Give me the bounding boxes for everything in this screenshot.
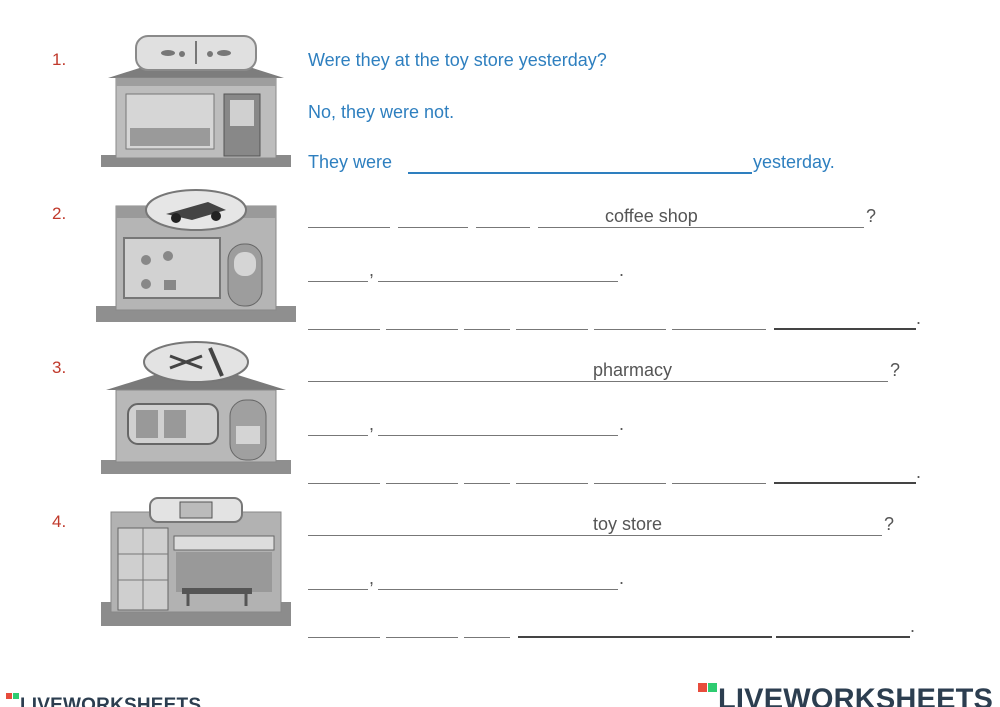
hint-4: toy store bbox=[593, 514, 663, 534]
blank-3-c-6[interactable] bbox=[672, 460, 766, 484]
blank-3-a-2[interactable] bbox=[378, 412, 618, 436]
question-3: pharmacy ? bbox=[308, 358, 928, 384]
blank-4-c-3[interactable] bbox=[464, 614, 510, 638]
liveworksheets-blocks-icon bbox=[6, 684, 20, 707]
blank-2-q-3[interactable] bbox=[476, 204, 530, 228]
blank-3-q-1[interactable] bbox=[308, 358, 888, 382]
footer-logo-small: LIVEWORKSHEETS bbox=[6, 684, 201, 707]
blank-2-c-5[interactable] bbox=[594, 306, 666, 330]
blank-4-c-2[interactable] bbox=[386, 614, 458, 638]
blank-3-c-3[interactable] bbox=[464, 460, 510, 484]
blank-2-c-7[interactable] bbox=[774, 306, 916, 330]
bookstore-building-icon bbox=[101, 497, 291, 626]
blank-4-c-1[interactable] bbox=[308, 614, 380, 638]
correction-2: . bbox=[308, 306, 928, 332]
blank-2-c-1[interactable] bbox=[308, 306, 380, 330]
blank-3-c-5[interactable] bbox=[594, 460, 666, 484]
item-number-1: 1. bbox=[52, 50, 67, 69]
blank-2-q-4[interactable] bbox=[538, 204, 864, 228]
blank-3-c-4[interactable] bbox=[516, 460, 588, 484]
blank-4-a-1[interactable] bbox=[308, 566, 368, 590]
correction-3: . bbox=[308, 460, 928, 486]
blank-3-c-1[interactable] bbox=[308, 460, 380, 484]
blank-2-q-1[interactable] bbox=[308, 204, 390, 228]
short-answer-4: , . bbox=[308, 566, 638, 592]
item-number-2: 2. bbox=[52, 204, 67, 223]
toy-store-building-icon bbox=[96, 189, 296, 322]
correction-1: They were yesterday. bbox=[308, 150, 835, 174]
footer-logo-large: LIVEWORKSHEETS bbox=[698, 668, 993, 707]
blank-2-a-1[interactable] bbox=[308, 258, 368, 282]
item-number-3: 3. bbox=[52, 358, 67, 377]
blank-1-place[interactable] bbox=[408, 150, 752, 174]
short-answer-2: , . bbox=[308, 258, 638, 284]
hint-3: pharmacy bbox=[593, 360, 673, 380]
blank-3-c-7[interactable] bbox=[774, 460, 916, 484]
short-answer-3: , . bbox=[308, 412, 638, 438]
blank-4-c-5[interactable] bbox=[776, 614, 910, 638]
blank-2-c-6[interactable] bbox=[672, 306, 766, 330]
hint-2: coffee shop bbox=[605, 206, 698, 226]
question-2: coffee shop ? bbox=[308, 204, 898, 230]
blank-4-q-1[interactable] bbox=[308, 512, 882, 536]
blank-3-a-1[interactable] bbox=[308, 412, 368, 436]
blank-2-c-2[interactable] bbox=[386, 306, 458, 330]
blank-4-a-2[interactable] bbox=[378, 566, 618, 590]
question-1: Were they at the toy store yesterday? bbox=[308, 50, 607, 70]
correction-4: . bbox=[308, 614, 928, 640]
item-number-4: 4. bbox=[52, 512, 67, 531]
barber-shop-building-icon bbox=[101, 341, 291, 474]
blank-2-a-2[interactable] bbox=[378, 258, 618, 282]
blank-2-c-4[interactable] bbox=[516, 306, 588, 330]
blank-2-c-3[interactable] bbox=[464, 306, 510, 330]
question-4: toy store ? bbox=[308, 512, 928, 538]
pharmacy-building-icon bbox=[101, 35, 291, 167]
blank-4-c-4[interactable] bbox=[518, 614, 772, 638]
blank-2-q-2[interactable] bbox=[398, 204, 468, 228]
liveworksheets-blocks-icon bbox=[698, 668, 718, 707]
answer-1: No, they were not. bbox=[308, 102, 455, 122]
blank-3-c-2[interactable] bbox=[386, 460, 458, 484]
